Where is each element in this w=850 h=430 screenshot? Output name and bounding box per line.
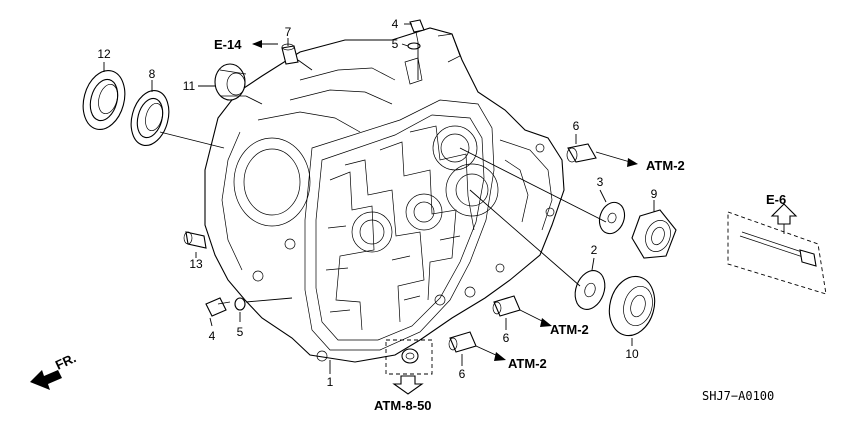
leader-lines <box>103 23 785 374</box>
callout-5-left: 5 <box>237 325 244 339</box>
shim-2 <box>574 270 606 310</box>
dowel-pin-6-bottom <box>448 331 477 353</box>
atm850-dashed-box <box>385 339 433 375</box>
callout-11: 11 <box>183 79 196 93</box>
long-bolt-e6 <box>739 231 817 267</box>
ref-atm2-bottom: ATM-2 <box>508 356 547 371</box>
callout-6-bottom: 6 <box>459 367 466 381</box>
callout-4-left: 4 <box>209 329 216 343</box>
shim-3 <box>598 201 626 235</box>
callout-2: 2 <box>591 243 598 257</box>
callout-6-upper: 6 <box>573 119 580 133</box>
callout-9: 9 <box>651 187 658 201</box>
bearing-8 <box>130 90 170 146</box>
bearing-9 <box>631 209 677 259</box>
front-label: FR. <box>53 350 78 372</box>
dowel-pin-6-mid <box>492 295 521 317</box>
callout-6-mid: 6 <box>503 331 510 345</box>
ref-e14: E-14 <box>214 37 242 52</box>
diagram-code: SHJ7−A0100 <box>702 389 774 403</box>
callout-8: 8 <box>149 67 156 81</box>
dowel-pin-7 <box>281 43 299 65</box>
callout-7: 7 <box>285 25 292 39</box>
ref-atm2-upper: ATM-2 <box>646 158 685 173</box>
ref-atm850: ATM-8-50 <box>374 398 432 413</box>
callout-1: 1 <box>327 375 334 389</box>
front-arrow-icon <box>30 370 62 390</box>
callout-10: 10 <box>625 347 639 361</box>
bearing-11 <box>214 63 247 101</box>
ref-arrows <box>30 40 798 395</box>
ref-atm2-mid: ATM-2 <box>550 322 589 337</box>
bolt-4-left <box>205 297 231 317</box>
oil-seal-12 <box>82 70 126 130</box>
dowel-pin-13 <box>183 231 207 249</box>
strainer-part <box>401 348 419 364</box>
torque-converter-housing <box>204 27 565 363</box>
callout-4-top: 4 <box>392 17 399 31</box>
callout-12: 12 <box>97 47 111 61</box>
callout-5-top: 5 <box>392 37 399 51</box>
washer-5-left <box>234 297 246 311</box>
bolt-4-top <box>409 19 425 43</box>
ref-e6: E-6 <box>766 192 786 207</box>
callout-13: 13 <box>189 257 203 271</box>
bearing-10 <box>608 275 656 337</box>
dowel-pin-6-upper <box>566 143 597 163</box>
e6-dashed-box <box>727 211 827 295</box>
callout-3: 3 <box>597 175 604 189</box>
